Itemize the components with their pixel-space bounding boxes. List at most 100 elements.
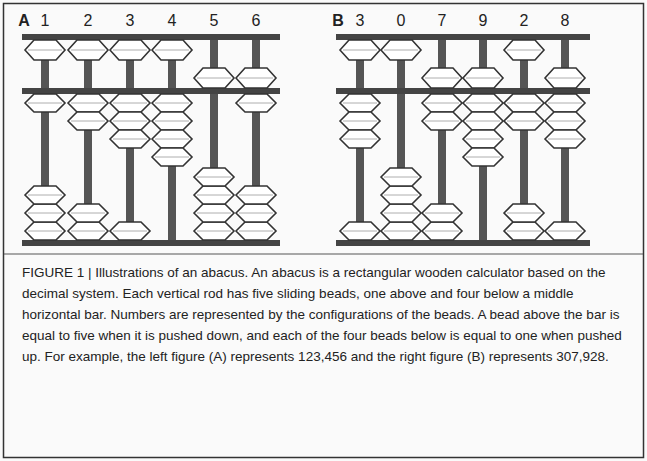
bead (545, 222, 585, 240)
bead (463, 94, 503, 112)
bead-edge (28, 195, 62, 196)
figure-border (4, 4, 644, 458)
separator-line (4, 254, 643, 255)
bead (25, 40, 65, 60)
bead (152, 94, 192, 112)
bead (110, 222, 150, 240)
frame-bar (336, 34, 590, 40)
bead-edge (71, 231, 105, 232)
bead (504, 112, 544, 130)
bead (381, 40, 421, 60)
bead-edge (507, 103, 541, 104)
bead (422, 94, 462, 112)
bead-edge (343, 103, 377, 104)
bead (463, 68, 503, 88)
bead-edge (28, 50, 62, 51)
bead-edge (343, 121, 377, 122)
bead (236, 94, 276, 112)
bead (422, 222, 462, 240)
bead (504, 94, 544, 112)
bead-edge (384, 177, 418, 178)
frame-bar (22, 240, 280, 246)
bead (68, 94, 108, 112)
bead (545, 130, 585, 148)
bead-edge (425, 78, 459, 79)
bead (422, 112, 462, 130)
bead (110, 94, 150, 112)
bead (194, 68, 234, 88)
digit-label: 1 (41, 12, 50, 30)
bead (194, 222, 234, 240)
bead (545, 112, 585, 130)
figure-caption: FIGURE 1 | Illustrations of an abacus. A… (22, 262, 628, 367)
bead (504, 40, 544, 60)
panel-letter: B (332, 12, 344, 30)
bead-edge (548, 139, 582, 140)
bead (152, 112, 192, 130)
bead (545, 94, 585, 112)
bead (25, 94, 65, 112)
bead-edge (466, 121, 500, 122)
bead (381, 222, 421, 240)
bead-edge (197, 195, 231, 196)
bead-edge (466, 103, 500, 104)
bead (68, 112, 108, 130)
bead-edge (197, 231, 231, 232)
digit-label: 3 (356, 12, 365, 30)
digit-label: 0 (397, 12, 406, 30)
bead (152, 40, 192, 60)
bead (68, 204, 108, 222)
bead-edge (28, 103, 62, 104)
digit-label: 3 (126, 12, 135, 30)
bead-edge (343, 50, 377, 51)
bead-edge (113, 139, 147, 140)
frame-bar (336, 240, 590, 246)
bead-edge (113, 50, 147, 51)
bead (381, 186, 421, 204)
bead (463, 112, 503, 130)
bead-edge (28, 213, 62, 214)
bead (504, 204, 544, 222)
bead-edge (425, 121, 459, 122)
bead (152, 148, 192, 166)
panel-letter: A (18, 12, 30, 30)
bead-edge (548, 103, 582, 104)
bead-edge (466, 78, 500, 79)
bead-edge (548, 231, 582, 232)
bead-edge (425, 213, 459, 214)
bead (236, 222, 276, 240)
bead-edge (384, 231, 418, 232)
bead (68, 222, 108, 240)
bead-edge (384, 195, 418, 196)
bead-edge (425, 103, 459, 104)
bead-edge (71, 50, 105, 51)
bead-edge (113, 231, 147, 232)
bead-edge (28, 231, 62, 232)
bead (463, 130, 503, 148)
bead-edge (197, 177, 231, 178)
bead-edge (384, 50, 418, 51)
bead-edge (239, 78, 273, 79)
bead-edge (239, 195, 273, 196)
bead (68, 40, 108, 60)
bead (381, 168, 421, 186)
bead-edge (155, 50, 189, 51)
frame-bar (22, 34, 280, 40)
bead (236, 204, 276, 222)
bead (463, 148, 503, 166)
bead-edge (384, 213, 418, 214)
bead-edge (425, 231, 459, 232)
bead (340, 130, 380, 148)
bead (381, 204, 421, 222)
bead (236, 68, 276, 88)
bead-edge (507, 121, 541, 122)
bead (152, 130, 192, 148)
bead (422, 204, 462, 222)
bead-edge (507, 50, 541, 51)
bead-edge (548, 121, 582, 122)
bead-edge (71, 103, 105, 104)
bead (25, 204, 65, 222)
digit-label: 4 (168, 12, 177, 30)
bead (340, 112, 380, 130)
frame-bar (336, 88, 590, 94)
